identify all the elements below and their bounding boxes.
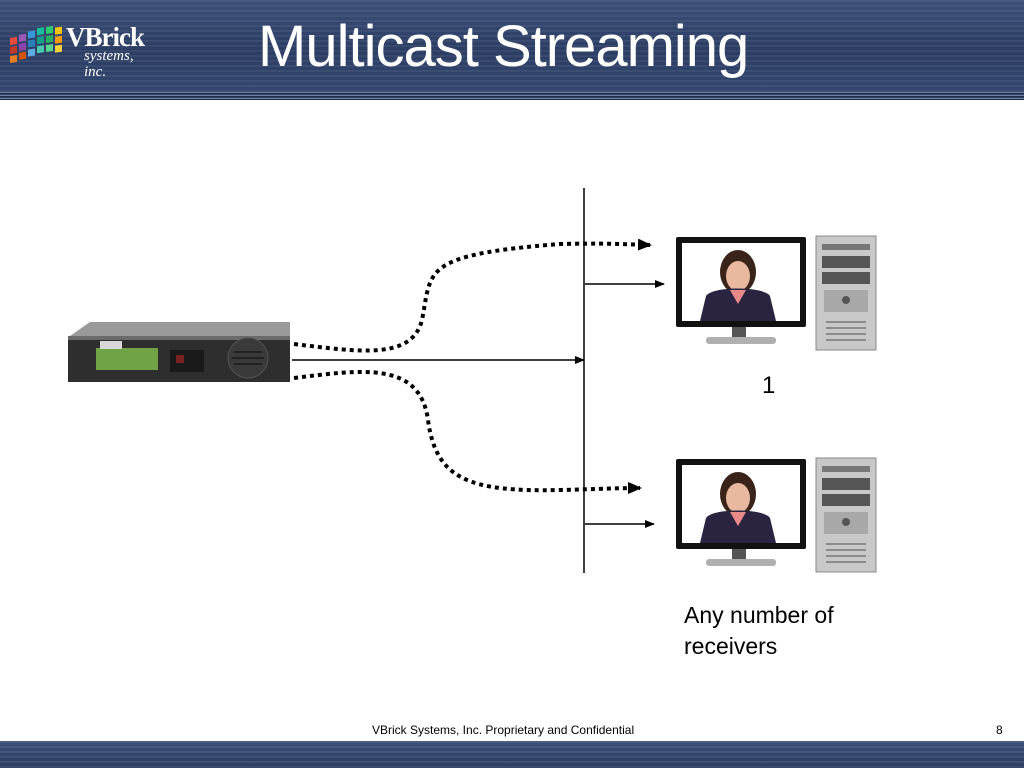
footer-bar [0, 741, 1024, 768]
logo-grid-icon [10, 26, 62, 63]
encoder-appliance-icon [68, 322, 290, 382]
multicast-stream-top-arrow [293, 238, 652, 353]
vbrick-logo: VBrick systems, inc. [10, 22, 150, 80]
logo-sub-text: systems, inc. [84, 48, 134, 80]
receiver-label-bottom: Any number of receivers [684, 602, 834, 659]
footer-text: VBrick Systems, Inc. Proprietary and Con… [372, 723, 635, 737]
header-underline [0, 92, 1024, 100]
multicast-stream-bottom-arrow [293, 369, 642, 495]
page-number: 8 [996, 723, 1003, 737]
footer-stripes [0, 741, 1024, 768]
slide-header: VBrick systems, inc. Multicast Streaming [0, 0, 1024, 92]
receiver-2-tower-icon [815, 457, 877, 573]
receiver-1-tower-icon [815, 235, 877, 351]
receiver-1-monitor-icon [676, 237, 806, 344]
receiver-label-top: 1 [762, 372, 776, 399]
header-stripes [0, 0, 1024, 92]
logo-brand-text: VBrick [66, 22, 145, 52]
receiver-2-monitor-icon [676, 459, 806, 566]
slide-title: Multicast Streaming [258, 14, 749, 79]
